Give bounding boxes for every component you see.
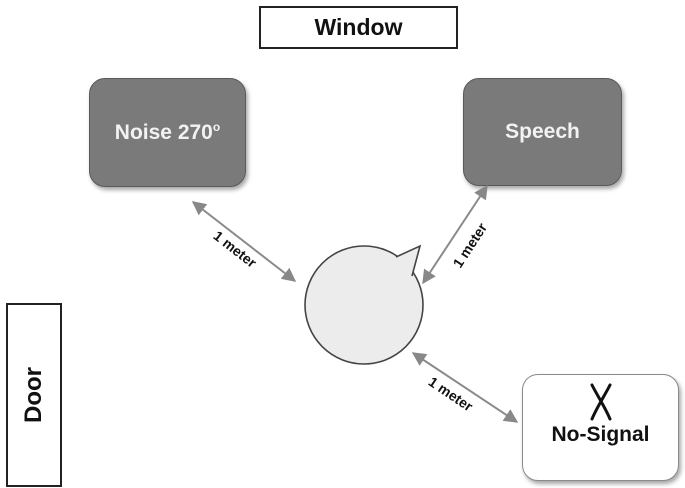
speech-distance-label: 1 meter bbox=[450, 220, 491, 271]
window-label-box: Window bbox=[259, 6, 458, 49]
no-signal-label: No-Signal bbox=[551, 423, 650, 446]
no-signal-distance-label: 1 meter bbox=[426, 373, 477, 414]
no-signal-box: No-Signal bbox=[522, 374, 679, 481]
listener-head bbox=[304, 244, 424, 365]
no-signal-distance-arrow bbox=[411, 352, 519, 423]
noise-distance-arrow bbox=[191, 201, 297, 282]
speech-source-box: Speech bbox=[463, 78, 622, 186]
noise-source-label: Noise 270o bbox=[114, 119, 221, 144]
speech-distance-arrow bbox=[422, 184, 488, 285]
speech-source-label: Speech bbox=[505, 120, 580, 143]
window-label: Window bbox=[314, 14, 403, 40]
degree-superscript: o bbox=[212, 119, 221, 134]
door-label-box: Door bbox=[6, 303, 62, 487]
x-mark-icon bbox=[590, 383, 611, 421]
noise-source-box: Noise 270o bbox=[89, 78, 246, 187]
